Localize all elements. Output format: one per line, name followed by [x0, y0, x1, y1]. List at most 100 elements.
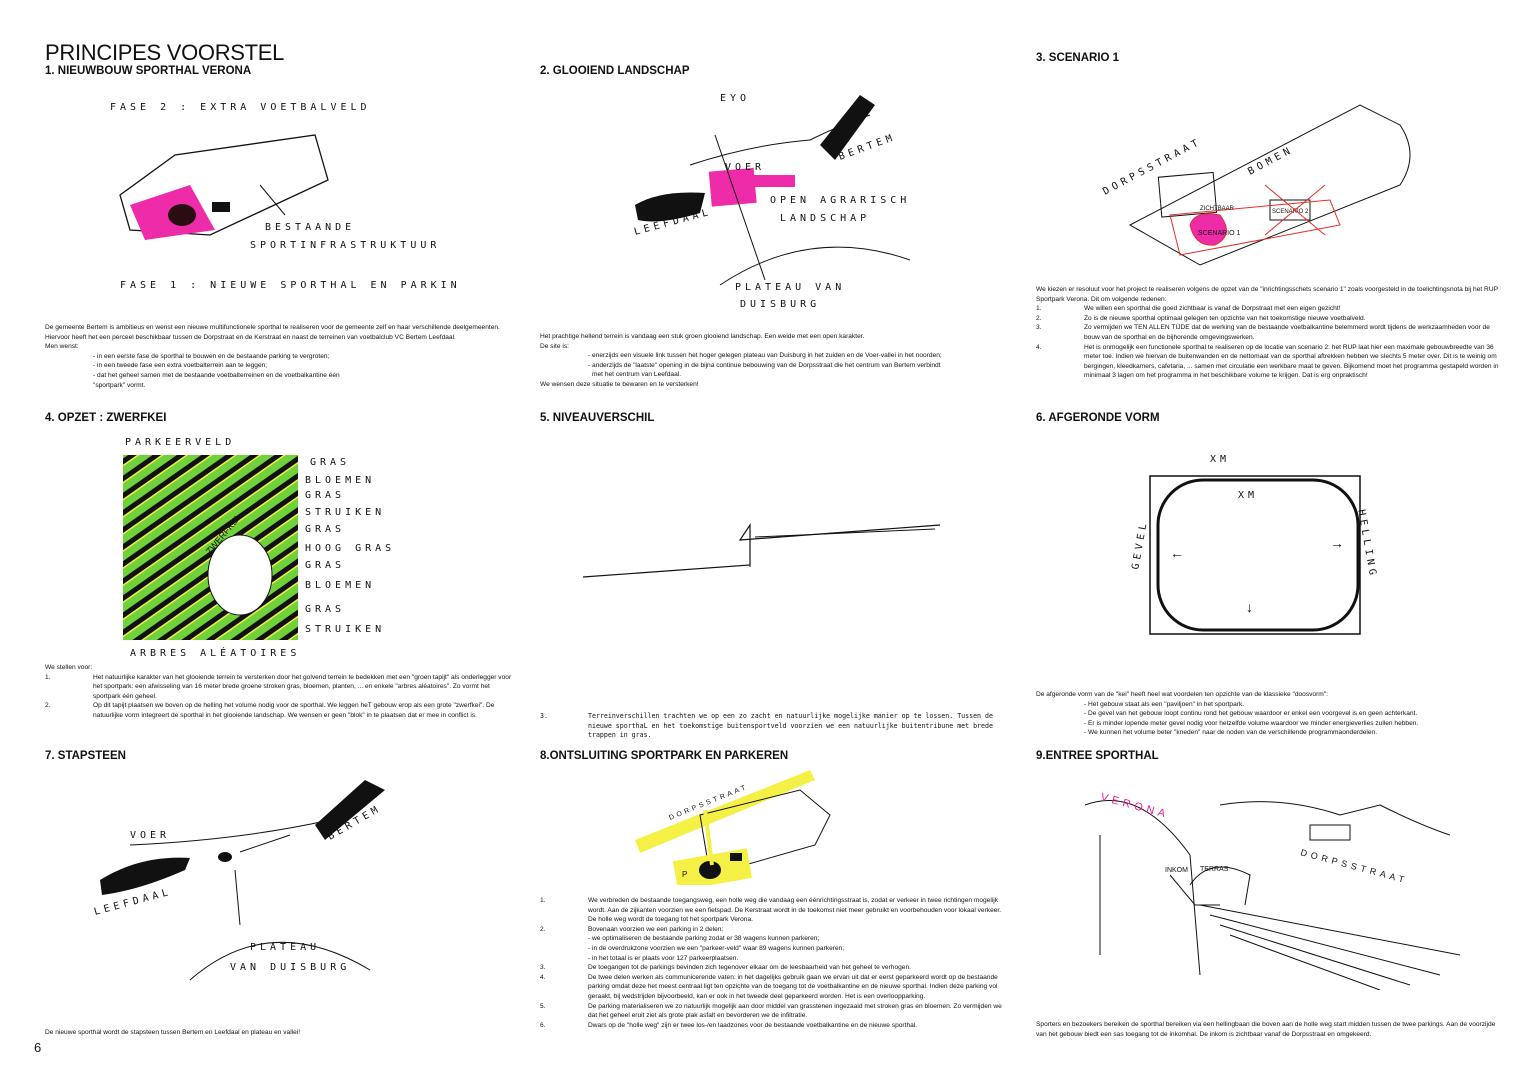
sketch-label: OPEN AGRARISCH [770, 195, 910, 206]
sketch-label: DUISBURG [740, 299, 820, 310]
svg-text:←: ← [1170, 545, 1184, 561]
bullet: - De gevel van het gebouw loopt continu … [1084, 710, 1418, 718]
sketch-rounded-form: XM XM GEVEL HELLING ← → ↓ [1130, 454, 1378, 635]
panel-heading: 2. GLOOIEND LANDSCHAP [540, 65, 690, 77]
panel-3-text: We kiezen er resoluut voor het project t… [1036, 285, 1506, 381]
item-number: 3. [540, 964, 546, 972]
paragraph: We wensen deze situatie te bewaren en te… [540, 380, 699, 388]
zwerfkei-shape [207, 534, 273, 616]
panel-4-text: We stellen voor: 1. Het natuurlijke karak… [45, 663, 515, 721]
panel-heading: 5. NIVEAUVERSCHIL [540, 412, 655, 424]
item-number: 1. [1036, 305, 1042, 313]
sketch-label: SPORTINFRASTRUKTUUR [250, 240, 440, 251]
strip-label: BLOEMEN [305, 475, 375, 486]
strip-label: BLOEMEN [305, 580, 375, 591]
page-title: PRINCIPES VOORSTEL [45, 40, 285, 65]
sketch-label: P [682, 870, 687, 879]
panel-9: 9.ENTREE SPORTHAL [1036, 750, 1506, 762]
bullet: - enerzijds een visuele link tussen het … [588, 352, 942, 360]
strip-label: HOOG GRAS [305, 543, 395, 554]
bullet: - in een eerste fase de sporthal te bouw… [93, 352, 330, 360]
paragraph: De nieuwe sporthal wordt de stapsteen tu… [45, 1029, 301, 1036]
leefdaal-mass [635, 192, 705, 222]
list-item: 4.De twee delen werken als communicerend… [540, 973, 1010, 1002]
sketch-scenario: DORPSSTRAAT BOMEN SCENARIO 1 SCENARIO 2 … [1101, 104, 1411, 266]
paragraph: De afgeronde vorm van de "kei" heeft hee… [1036, 691, 1328, 698]
sketch-label: PLATEAU [250, 942, 320, 953]
sketch-label: INKOM [1165, 867, 1188, 874]
panel-heading: 6. AFGERONDE VORM [1036, 412, 1160, 424]
svg-text:↓: ↓ [1246, 599, 1253, 615]
item-text: Zo vermijden we TEN ALLEN TIJDE dat de w… [1084, 324, 1490, 341]
panel-heading: 3. SCENARIO 1 [1036, 52, 1120, 64]
list-item: 3. Zo vermijden we TEN ALLEN TIJDE dat de… [1036, 323, 1506, 342]
list-item: 3. De toegangen tot de parkings bevinden … [540, 963, 1010, 973]
paragraph: We kiezen er resoluut voor het project t… [1036, 286, 1498, 303]
page-number: 6 [34, 1040, 42, 1055]
bullet: - anderzijds de "laatste" opening in de … [588, 361, 941, 369]
panel-heading: 1. NIEUWBOUW SPORTHAL VERONA [45, 65, 252, 77]
panel-1-text: De gemeente Bertem is ambitieus en wenst… [45, 323, 515, 390]
sketch-label: TERRAS [1200, 866, 1229, 873]
panel-6-text: De afgeronde vorm van de "kei" heeft hee… [1036, 690, 1506, 738]
list-item: 2.Op dit tapijt plaatsen we boven op de … [45, 701, 515, 720]
strip-label: GRAS [305, 560, 345, 571]
bertem-mass [820, 95, 875, 160]
item-text: We willen een sporthal die goed zichtbaa… [1084, 305, 1341, 313]
bullet: - we optimaliseren de bestaande parking … [588, 935, 820, 943]
panel-1: 1. NIEUWBOUW SPORTHAL VERONA [45, 65, 515, 77]
strip-label: GRAS [305, 524, 345, 535]
sketch-label: SCENARIO 1 [1198, 230, 1241, 237]
item-text: De toegangen tot de parkings bevinden zi… [588, 964, 911, 972]
panel-2-text: Het prachtige hellend terrein is vandaag… [540, 332, 1010, 390]
panel-5: 5. NIVEAUVERSCHIL [540, 412, 1010, 424]
sketch-label: FASE 1 : NIEUWE SPORTHAL EN PARKING [120, 280, 460, 291]
list-item: 3.Terreinverschillen trachten we op een … [540, 712, 1010, 741]
sketch-label: DORPSSTRAAT [1299, 847, 1409, 885]
sketch-label: VOER [725, 162, 765, 173]
list-item: 1.We verbreden de bestaande toegangsweg,… [540, 896, 1010, 925]
sketch-label: ZICHTBAAR [1200, 206, 1235, 212]
sketch-label: SCENARIO 2 [1272, 209, 1309, 215]
sketch-label: PARKEERVELD [125, 437, 235, 448]
item-number: 3. [1036, 324, 1042, 332]
item-number: 1. [45, 673, 51, 681]
paragraph: De site is: [540, 342, 569, 350]
sketch-zwerfkei: PARKEERVELD ZWERFKEI ARBRES ALÉATOIRES G… [123, 437, 395, 659]
sketch-entrance-perspective: VERONA INKOM TERRAS DORPSSTRAAT [1084, 791, 1460, 990]
item-text: Bovenaan voorzien we een parking in 2 de… [588, 925, 724, 933]
paragraph: Sporters en bezoekers bereiken de sporth… [1036, 1021, 1496, 1038]
strip-label: STRUIKEN [305, 624, 385, 635]
paragraph: Het prachtige hellend terrein is vandaag… [540, 333, 865, 340]
strip-label: STRUIKEN [305, 507, 385, 518]
panel-heading: 4. OPZET : ZWERFKEI [45, 412, 167, 424]
strip-label: GRAS [305, 490, 345, 501]
list-item: 4.Het is onmogelijk een functionele spor… [1036, 343, 1506, 381]
paragraph: Men wenst: [45, 343, 79, 351]
sketch-parking: DORPSSTRAAT P [635, 770, 831, 885]
item-number: 2. [540, 925, 546, 933]
paragraph: De gemeente Bertem is ambitieus en wenst… [45, 324, 500, 331]
item-number: 4. [1036, 343, 1042, 351]
panel-2: 2. GLOOIEND LANDSCHAP [540, 65, 1010, 77]
bullet: - in een tweede fase een extra voetbalte… [93, 362, 268, 370]
panel-5-text: 3.Terreinverschillen trachten we op een … [540, 712, 1010, 741]
paragraph: We stellen voor: [45, 664, 93, 671]
item-text: We verbreden de bestaande toegangsweg, e… [588, 897, 1002, 924]
panel-7: 7. STAPSTEEN [45, 750, 515, 762]
panel-heading: 8.ONTSLUITING SPORTPARK EN PARKEREN [540, 750, 789, 762]
sketch-stepping-stone: VOER BERTEM LEEFDAAL PLATEAU VAN DUISBUR… [93, 780, 385, 981]
item-text: Het natuurlijke karakter van het glooien… [93, 673, 512, 700]
bullet: - dat het geheel samen met de bestaande … [93, 371, 340, 379]
sketch-label: LANDSCHAP [780, 213, 870, 224]
sketch-label: GEVEL [1130, 519, 1150, 570]
list-item: 5.De parking materialiseren we zo natuur… [540, 1002, 1010, 1021]
panel-heading: 9.ENTREE SPORTHAL [1036, 750, 1159, 762]
bullet: - in het totaal is er plaats voor 127 pa… [588, 954, 739, 962]
bullet: - Het gebouw staat als een "paviljoen" i… [1084, 700, 1245, 708]
sketch-label: VAN DUISBURG [230, 962, 350, 973]
item-text: Dwars op de "holle weg" zijn er twee los… [588, 1021, 918, 1029]
panel-3: 3. SCENARIO 1 [1036, 52, 1506, 64]
bullet: - We kunnen het volume beter "kneden" na… [1084, 729, 1378, 737]
list-item: 6.Dwars op de "holle weg" zijn er twee l… [540, 1021, 1010, 1031]
